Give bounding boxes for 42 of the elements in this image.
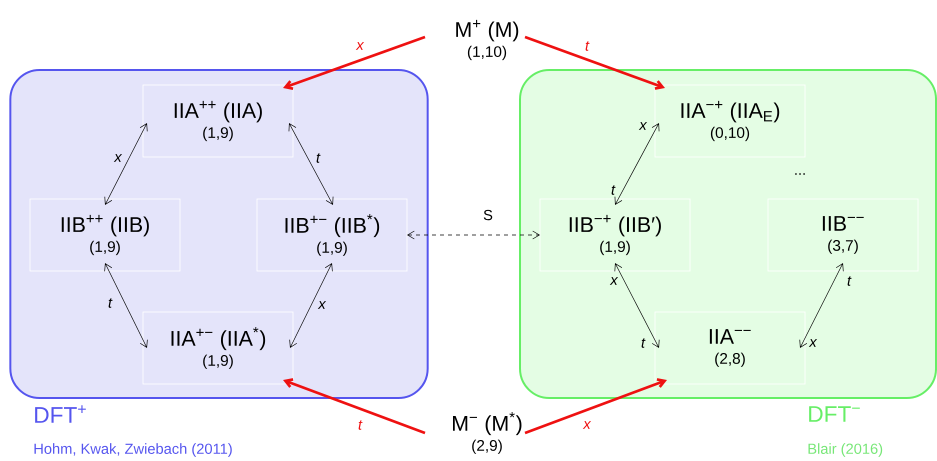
edge-label: x [609, 276, 620, 286]
arrow [799, 263, 844, 348]
citation: Blair (2016) [808, 443, 882, 457]
edge-label: x [113, 152, 123, 164]
panel-title: DFT$^{+}$ [35, 405, 86, 423]
model-box: IIB$^{+−}$ (IIB$^{*}$) (1,9) [256, 198, 408, 272]
model-box: IIA$^{−+}$ (IIA$_{E}$) (0,10) [654, 84, 806, 158]
arrow [614, 263, 660, 348]
arrow [104, 263, 148, 348]
arrow [524, 378, 668, 434]
model-box: IIB$^{−−}$ (3,7) [768, 198, 918, 272]
citation: Hohm, Kwak, Zwiebach (2011) [34, 443, 232, 457]
model-box: IIA$^{+−}$ (IIA$^{*}$) (1,9) [142, 312, 294, 384]
edge-label: x [317, 300, 327, 310]
arrow [614, 123, 660, 205]
model-label: M$^{+}$ (M) (1,10) [456, 20, 518, 60]
end-label: x [808, 339, 818, 347]
edge-label: t [846, 274, 852, 288]
ellipsis: ... [795, 173, 805, 175]
end-label: t [612, 185, 616, 195]
model-box: IIA$^{++}$ (IIA) (1,9) [142, 84, 294, 158]
edge-label: t [356, 418, 364, 432]
model-box: IIA$^{−−}$ (2,8) [654, 312, 806, 384]
arrow [407, 230, 540, 240]
edge-label: t [106, 296, 114, 310]
model-label: M$^{−}$ (M$^{*}$) (2,9) [453, 412, 522, 454]
arrow [289, 263, 333, 348]
edge-label: x [582, 420, 592, 430]
arrow [288, 123, 334, 205]
arrow [283, 378, 426, 434]
arrow [524, 36, 665, 90]
model-box: IIB$^{−+}$ (IIB′) (1,9) [540, 198, 690, 272]
edge-label: t [584, 40, 590, 52]
edge-label: t [314, 152, 322, 164]
edge-label: S [482, 208, 494, 222]
edge-label: x [355, 40, 365, 52]
arrow [104, 123, 148, 205]
edge-label: x [638, 120, 648, 132]
arrow [283, 36, 426, 90]
panel-title: DFT$^{−}$ [809, 406, 860, 422]
end-label: t [642, 338, 646, 348]
model-box: IIB$^{++}$ (IIB) (1,9) [30, 198, 180, 272]
